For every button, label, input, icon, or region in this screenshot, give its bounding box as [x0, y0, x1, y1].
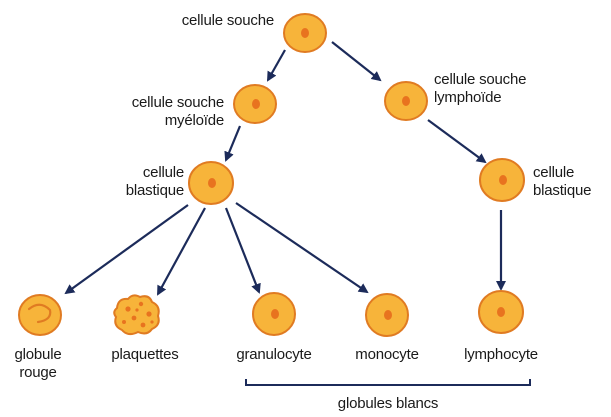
label-red-cell-line2: rouge: [19, 364, 57, 381]
arrow-blast-to-monocyte: [235, 202, 369, 294]
label-monocyte: monocyte: [355, 346, 419, 363]
cell-lymphocyte: [478, 290, 524, 334]
label-myeloid-stem-cell-line2: myéloïde: [164, 112, 224, 129]
label-lymphocyte: lymphocyte: [464, 346, 538, 363]
label-myeloid-blast: cellule blastique: [84, 164, 184, 200]
label-lymphoid-stem-cell: cellule souche lymphoïde: [434, 71, 584, 107]
cell-granulocyte: [252, 292, 296, 336]
cell-myeloid-blast: [188, 161, 234, 205]
label-myeloid-blast-line1: cellule: [142, 164, 184, 181]
label-myeloid-stem-cell: cellule souche myéloïde: [80, 94, 224, 130]
label-lymphoid-blast-line1: cellule: [533, 164, 575, 181]
label-myeloid-stem-cell-line1: cellule souche: [131, 94, 224, 111]
label-platelets: plaquettes: [111, 346, 179, 363]
label-myeloid-blast-line2: blastique: [125, 182, 184, 199]
cell-red-blood: [18, 294, 62, 336]
arrow-stem-to-lymphoid: [331, 41, 382, 82]
arrow-lymphoid-to-blast: [427, 119, 487, 164]
label-lymphoid-stem-cell-line1: cellule souche: [434, 71, 527, 88]
label-red-cell: globule rouge: [0, 346, 76, 382]
cell-lymphoid-blast: [479, 158, 525, 202]
arrow-stem-to-myeloid: [267, 49, 286, 82]
arrow-myeloid-to-blast: [224, 125, 242, 162]
label-red-cell-line1: globule: [14, 346, 62, 363]
label-lymphoid-blast: cellule blastique: [533, 164, 609, 200]
cell-stem: [283, 13, 327, 53]
arrow-blast-to-platelets: [157, 207, 206, 296]
cell-lymphoid-stem: [384, 81, 428, 121]
cell-monocyte: [365, 293, 409, 337]
label-white-cells-group: globules blancs: [337, 395, 439, 412]
arrow-blast-to-red-cell: [64, 204, 189, 295]
label-granulocyte: granulocyte: [236, 346, 312, 363]
cell-platelets: [113, 294, 160, 336]
label-lymphoid-blast-line2: blastique: [533, 182, 592, 199]
label-lymphoid-stem-cell-line2: lymphoïde: [434, 89, 502, 106]
cell-myeloid-stem: [233, 84, 277, 124]
arrow-blast-to-granulocyte: [224, 207, 261, 294]
label-stem-cell: cellule souche: [181, 12, 274, 29]
white-cells-bracket: [245, 379, 531, 386]
